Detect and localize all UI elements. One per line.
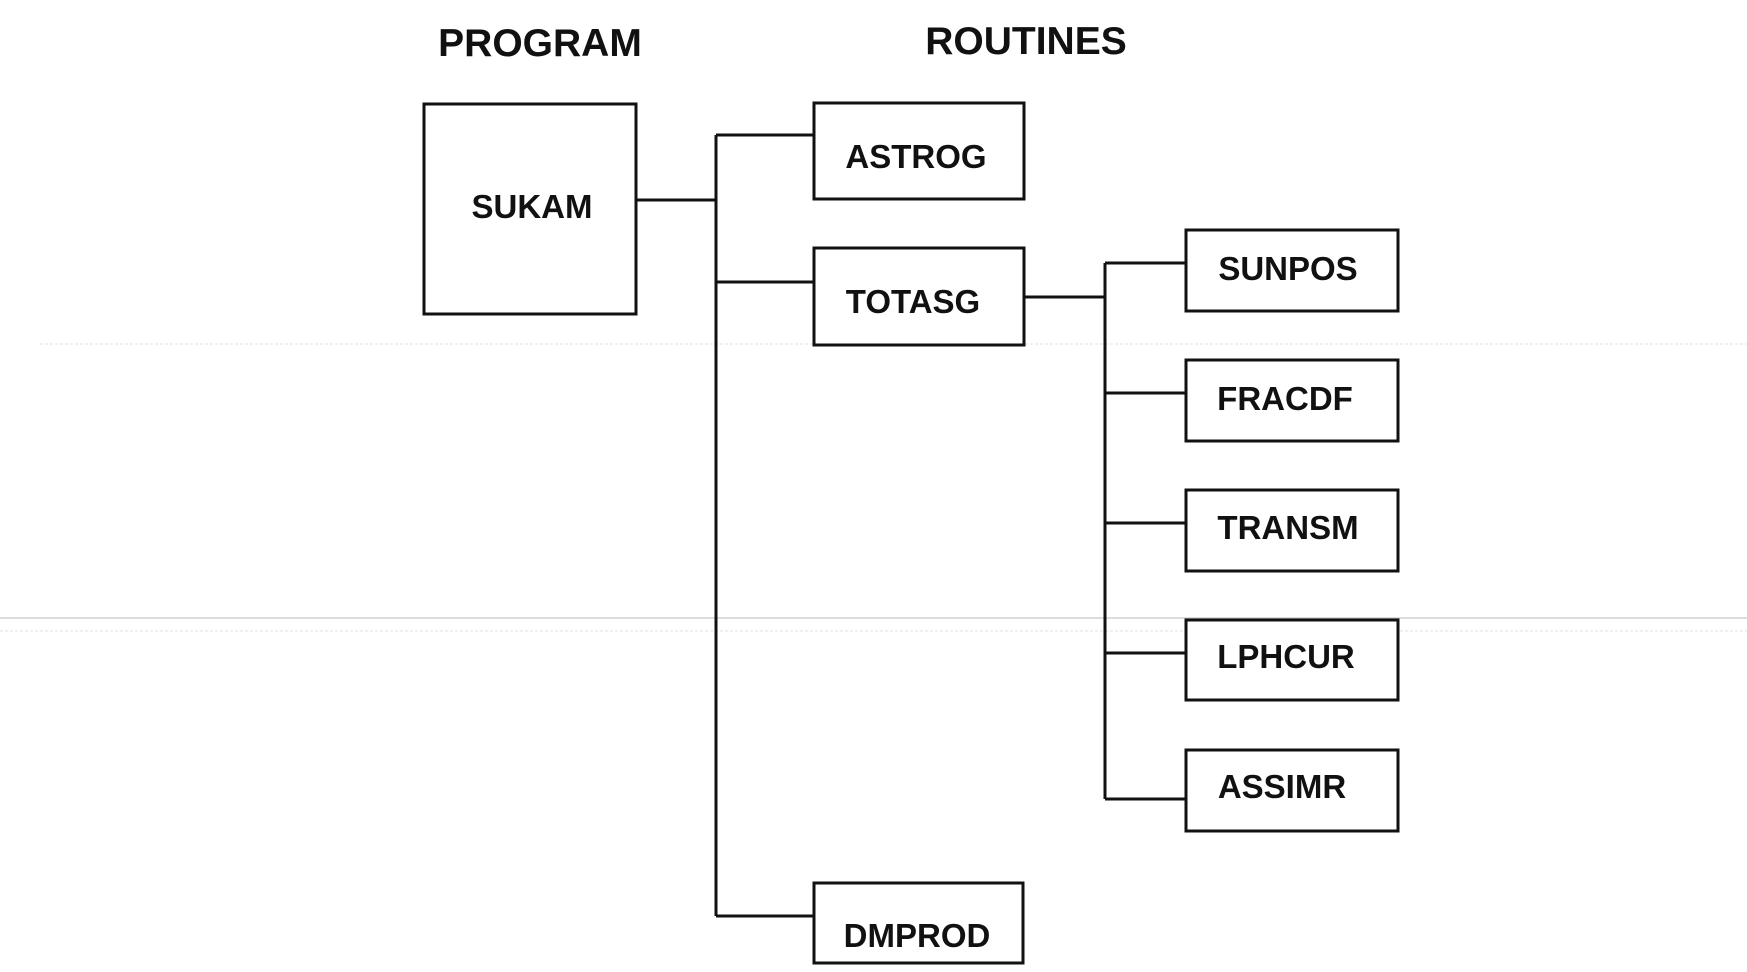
header-routines: ROUTINES <box>925 20 1127 63</box>
connectors-totasg <box>1024 261 1186 801</box>
node-astrog-label: ASTROG <box>845 138 986 175</box>
node-astrog-box <box>812 101 1026 201</box>
node-assimr: ASSIMR <box>1184 748 1400 833</box>
node-sukam-box <box>422 102 638 316</box>
node-totasg-label: TOTASG <box>846 283 980 320</box>
node-transm: TRANSM <box>1184 488 1400 573</box>
node-dmprod-box <box>812 881 1025 965</box>
node-lphcur: LPHCUR <box>1184 618 1400 702</box>
node-totasg-box <box>812 246 1026 347</box>
node-transm-label: TRANSM <box>1217 509 1358 546</box>
node-dmprod-label: DMPROD <box>844 917 991 954</box>
node-astrog: ASTROG <box>812 101 1026 201</box>
node-totasg: TOTASG <box>812 246 1026 347</box>
node-assimr-box <box>1184 748 1400 833</box>
node-sukam-label: SUKAM <box>472 188 593 225</box>
node-fracdf-box <box>1184 358 1400 443</box>
node-fracdf-label: FRACDF <box>1217 380 1353 417</box>
node-transm-box <box>1184 488 1400 573</box>
node-assimr-label: ASSIMR <box>1218 768 1347 805</box>
node-sunpos: SUNPOS <box>1184 228 1400 313</box>
node-sunpos-box <box>1184 228 1400 313</box>
node-lphcur-box <box>1184 618 1400 702</box>
header-program: PROGRAM <box>438 22 642 65</box>
node-sukam: SUKAM <box>422 102 638 316</box>
node-fracdf: FRACDF <box>1184 358 1400 443</box>
node-lphcur-label: LPHCUR <box>1217 638 1355 675</box>
node-dmprod: DMPROD <box>812 881 1025 965</box>
node-sunpos-label: SUNPOS <box>1218 250 1357 287</box>
connectors-sukam <box>636 133 814 918</box>
